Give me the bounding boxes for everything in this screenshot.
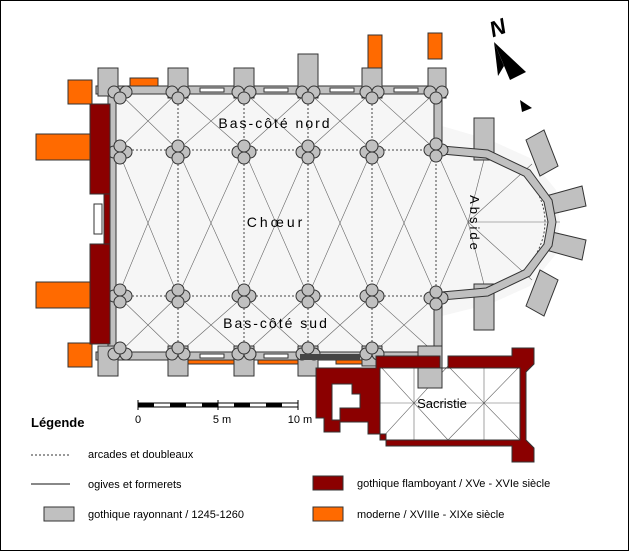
north-label: N	[486, 13, 511, 42]
legend-label-moderne: moderne / XVIIIe - XIXe siècle	[357, 509, 504, 521]
scale-tick-5m: 5 m	[213, 414, 231, 426]
legend-title: Légende	[31, 415, 84, 430]
label-sacristie: Sacristie	[417, 396, 467, 411]
legend-label-ogives: ogives et formerets	[88, 479, 182, 491]
ribs	[117, 91, 560, 441]
south-strip	[300, 354, 360, 360]
legend-swatch-flamboyant	[312, 475, 344, 491]
windows	[93, 87, 419, 359]
pillars	[107, 85, 449, 361]
legend-label-flamboyant: gothique flamboyant / XVe - XVIe siècle	[357, 478, 550, 490]
legend-swatch-rayonnant	[43, 506, 75, 522]
label-bas-cote-nord: Bas-côté nord	[218, 115, 331, 131]
scale-tick-0: 0	[135, 414, 141, 426]
scale-bar: 0 5 m 10 m	[135, 400, 312, 426]
legend-label-arcades: arcades et doubleaux	[88, 449, 194, 461]
flamboyant-parts	[89, 103, 535, 463]
label-bas-cote-sud: Bas-côté sud	[223, 315, 329, 331]
legend-label-rayonnant: gothique rayonnant / 1245-1260	[88, 509, 244, 521]
legend-swatch-moderne	[312, 506, 344, 522]
arcades	[112, 92, 546, 354]
north-arrow-icon: N	[486, 13, 532, 112]
scale-tick-10m: 10 m	[288, 414, 312, 426]
label-abside: Abside	[467, 195, 482, 253]
legend: Légende arcades et doubleaux ogives et f…	[31, 415, 550, 522]
label-choeur: Chœur	[247, 214, 306, 230]
choir-floor	[112, 92, 442, 356]
